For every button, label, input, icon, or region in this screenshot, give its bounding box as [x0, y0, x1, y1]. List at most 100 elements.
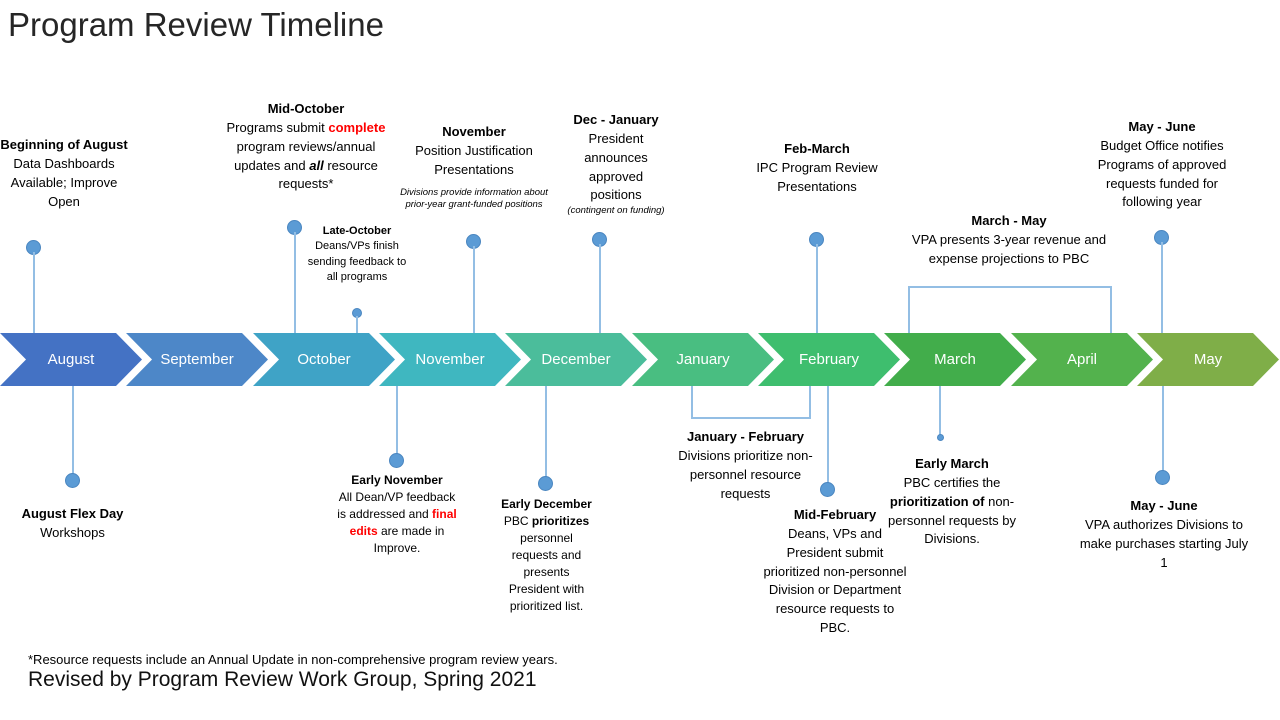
month-label: April: [1066, 351, 1097, 368]
callout-heading: January - February: [686, 429, 805, 444]
callout-note: (contingent on funding): [567, 205, 665, 217]
month-label: September: [160, 351, 234, 368]
callout-heading: Dec - January: [573, 112, 659, 127]
callout-beginning-of-august: Beginning of August Data Dashboards Avai…: [0, 136, 128, 211]
body-text-bold: prioritizes: [531, 514, 590, 529]
bracket-jan-feb-left: [691, 386, 693, 419]
callout-heading: Early November: [351, 473, 443, 487]
callout-feb-march: Feb-March IPC Program Review Presentatio…: [756, 140, 878, 197]
connector-line-may-june-top: [1161, 242, 1163, 333]
callout-heading: Mid-February: [793, 507, 877, 522]
callout-heading: Feb-March: [784, 141, 850, 156]
callout-may-june-top: May - June Budget Office notifies Progra…: [1082, 118, 1242, 212]
connector-line-early-march: [939, 386, 941, 436]
callout-august-flex-day: August Flex Day Workshops: [15, 505, 130, 543]
connector-line-early-december: [545, 386, 547, 478]
body-text: Programs submit: [226, 119, 329, 135]
callout-mid-february: Mid-February Deans, VPs and President su…: [763, 506, 907, 638]
callout-body: President announces approved positions: [584, 130, 648, 203]
callout-body: Divisions prioritize non-personnel resou…: [678, 447, 813, 501]
callout-may-june-bottom: May - June VPA authorizes Divisions to m…: [1078, 497, 1250, 572]
callout-heading: March - May: [971, 213, 1047, 228]
connector-line-may-june-bottom: [1162, 386, 1164, 472]
callout-heading: Beginning of August: [0, 137, 128, 152]
callout-body: PBC certifies the prioritization of non-…: [888, 474, 1016, 549]
bracket-march-may-left: [908, 286, 910, 333]
body-text-red: final edits: [349, 507, 457, 539]
timeline-chevron-september: September: [126, 333, 268, 386]
marker-dot-mid-february: [820, 482, 835, 497]
connector-line-late-october: [356, 316, 358, 333]
callout-body: Workshops: [40, 524, 105, 540]
timeline-chevron-april: April: [1011, 333, 1153, 386]
bracket-march-may-right: [1110, 286, 1112, 333]
connector-line-august-flex: [72, 386, 74, 475]
callout-january-february: January - February Divisions prioritize …: [664, 428, 827, 503]
body-text: PBC certifies the: [903, 474, 1001, 490]
timeline-chevron-march: March: [884, 333, 1026, 386]
marker-dot-may-june-bottom: [1155, 470, 1170, 485]
callout-heading: November: [442, 124, 506, 139]
callout-body: Data Dashboards Available; Improve Open: [10, 155, 118, 209]
connector-line-early-november: [396, 386, 398, 456]
callout-early-november: Early November All Dean/VP feedback is a…: [335, 472, 459, 557]
bracket-march-may-top: [908, 286, 1112, 288]
timeline-chevron-december: December: [505, 333, 647, 386]
timeline-chevron-may: May: [1137, 333, 1279, 386]
body-text: non-personnel requests by Divisions.: [888, 493, 1016, 547]
connector-line-mid-february: [827, 386, 829, 484]
page-title: Program Review Timeline: [8, 6, 384, 43]
month-label: May: [1193, 351, 1223, 368]
callout-body: Deans, VPs and President submit prioriti…: [763, 525, 907, 636]
callout-heading: Late-October: [322, 225, 392, 237]
body-text: All Dean/VP feedback is addressed and: [337, 490, 456, 522]
callout-early-december: Early December PBC prioritizes personnel…: [498, 496, 595, 615]
footnote: *Resource requests include an Annual Upd…: [28, 652, 558, 667]
month-label: August: [47, 351, 95, 368]
callout-body: Deans/VPs finish sending feedback to all…: [307, 240, 407, 284]
credit-line: Revised by Program Review Work Group, Sp…: [28, 668, 537, 691]
bracket-jan-feb-right: [809, 386, 811, 419]
callout-heading: Mid-October: [267, 101, 345, 116]
month-label: December: [541, 351, 611, 368]
callout-body: Programs submit complete program reviews…: [224, 119, 388, 194]
body-text: resource requests*: [278, 157, 378, 192]
body-text-bold: prioritization of: [889, 493, 985, 509]
connector-line-november: [473, 246, 475, 333]
marker-dot-early-march: [937, 434, 944, 441]
timeline-chevron-february: February: [758, 333, 900, 386]
timeline-chevron-january: January: [632, 333, 774, 386]
timeline-chevron-august: August: [0, 333, 142, 386]
connector-line-mid-october: [294, 232, 296, 333]
bracket-jan-feb-bottom: [691, 417, 811, 419]
timeline-chevron-november: November: [379, 333, 521, 386]
month-label: October: [297, 351, 351, 368]
callout-march-may: March - May VPA presents 3-year revenue …: [903, 212, 1115, 269]
callout-heading: May - June: [1130, 498, 1198, 513]
body-text: PBC: [503, 514, 532, 529]
callout-mid-october: Mid-October Programs submit complete pro…: [224, 100, 388, 194]
connector-line-beginning-of-august: [33, 252, 35, 333]
callout-body: VPA authorizes Divisions to make purchas…: [1079, 516, 1249, 570]
body-text: personnel requests and presents Presiden…: [508, 531, 585, 614]
callout-body: IPC Program Review Presentations: [756, 159, 878, 194]
marker-dot-early-december: [538, 476, 553, 491]
callout-body: PBC prioritizes personnel requests and p…: [498, 513, 595, 615]
callout-november: November Position Justification Presenta…: [398, 123, 550, 211]
month-label: January: [676, 351, 730, 368]
connector-line-feb-march: [816, 244, 818, 333]
callout-note: Divisions provide information about prio…: [400, 186, 548, 210]
body-text-red: complete: [328, 119, 386, 135]
callout-late-october: Late-October Deans/VPs finish sending fe…: [303, 224, 411, 286]
body-text: are made in Improve.: [373, 524, 445, 556]
callout-body: Budget Office notifies Programs of appro…: [1097, 137, 1227, 210]
month-label: February: [798, 351, 860, 368]
callout-early-march: Early March PBC certifies the prioritiza…: [888, 455, 1016, 549]
callout-body: Position Justification Presentations: [415, 142, 533, 177]
marker-dot-early-november: [389, 453, 404, 468]
connector-line-dec-january: [599, 244, 601, 333]
callout-heading: August Flex Day: [21, 506, 124, 521]
body-text-emphasis: all: [309, 157, 324, 173]
callout-dec-january: Dec - January President announces approv…: [563, 111, 669, 218]
